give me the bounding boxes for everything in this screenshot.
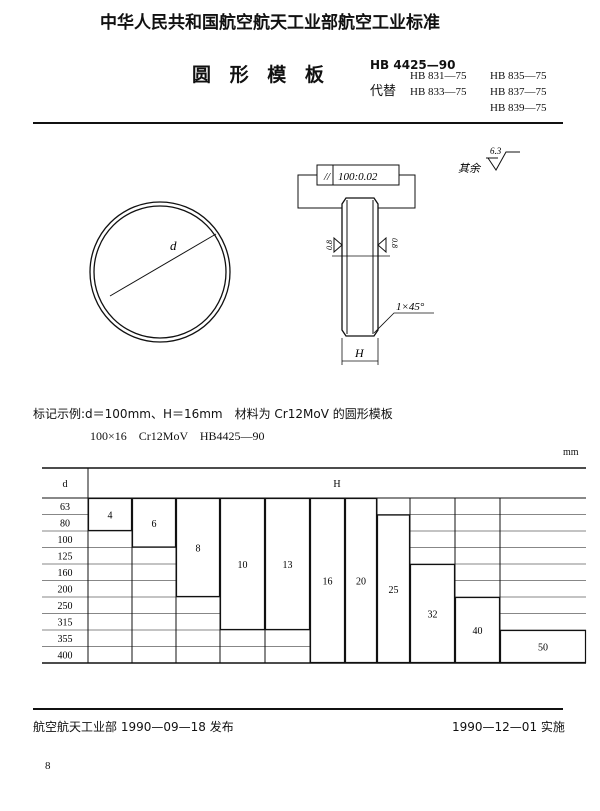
roughness-right-icon [377, 236, 387, 254]
diameter-line [109, 233, 217, 297]
height-label: H [354, 346, 365, 360]
d-value: 250 [58, 601, 73, 612]
unit-label: mm [563, 447, 579, 458]
col-header-d: d [63, 479, 68, 490]
h-range-cell [309, 497, 346, 664]
replaces-label: 代替 [370, 84, 397, 99]
h-range-cell [376, 514, 411, 664]
standard-number: HB 4425—90 [370, 58, 456, 72]
parallelism-symbol: // [323, 171, 331, 183]
dimension-table: d H 63 80 100 125 160 200 250 315 355 400 4 6 8 10 13 16 2… [42, 467, 587, 664]
roughness-left-icon [333, 236, 343, 254]
d-value: 100 [58, 535, 73, 546]
h-value: 16 [323, 577, 333, 588]
roughness-right-value: 0.8 [390, 238, 399, 248]
d-value: 315 [58, 618, 73, 629]
h-value: 25 [389, 585, 399, 596]
d-value: 200 [58, 585, 73, 596]
d-value: 63 [60, 502, 70, 513]
footer-rule [33, 708, 563, 710]
side-view [341, 197, 379, 337]
h-range-cell [131, 497, 177, 548]
d-value: 400 [58, 651, 73, 662]
replaced-standard: HB 839—75 [490, 102, 547, 114]
header-rule [33, 122, 563, 124]
h-range-cell [264, 497, 311, 631]
h-value: 32 [428, 610, 438, 621]
col-header-h: H [333, 479, 340, 490]
h-range-cell [344, 497, 378, 664]
h-value: 13 [283, 560, 293, 571]
d-value: 80 [60, 519, 70, 530]
replaced-standard: HB 835—75 [490, 70, 547, 82]
marking-example: 标记示例:d＝100mm、H＝16mm 材料为 Cr12MoV 的圆形模板 [33, 407, 393, 421]
d-value: 125 [58, 552, 73, 563]
doc-title: 圆 形 模 板 [192, 64, 330, 86]
org-title: 中华人民共和国航空航天工业部航空工业标准 [100, 13, 440, 33]
replaced-standard: HB 833—75 [410, 86, 467, 98]
h-value: 50 [538, 643, 548, 654]
outer-circle [89, 201, 231, 343]
roughness-rest-icon [487, 151, 520, 171]
h-range-cell [409, 563, 456, 664]
h-value: 10 [238, 560, 248, 571]
effective-date: 1990—12—01 实施 [452, 720, 565, 734]
marking-code: 100×16 Cr12MoV HB4425—90 [90, 429, 265, 443]
roughness-rest-label: 其余 [458, 162, 482, 175]
issuer: 航空航天工业部 1990—09—18 发布 [33, 720, 234, 734]
d-value: 355 [58, 634, 73, 645]
h-value: 8 [196, 544, 201, 555]
diameter-label: d [170, 238, 177, 253]
replaced-standard: HB 837—75 [490, 86, 547, 98]
roughness-left-value: 0.8 [325, 240, 334, 250]
parallelism-value: 100:0.02 [338, 171, 378, 183]
h-range-cell [499, 629, 587, 664]
h-value: 4 [108, 511, 113, 522]
h-value: 20 [356, 577, 366, 588]
technical-drawing: d // 100:0.02 0.8 0.8 其余 6.3 1×45° H [89, 146, 520, 365]
chamfer-label: 1×45° [396, 301, 425, 313]
h-range-cell [175, 497, 221, 598]
h-range-cell [454, 596, 501, 664]
replaced-standard: HB 831—75 [410, 70, 467, 82]
d-value: 160 [58, 568, 73, 579]
h-value: 6 [152, 519, 157, 530]
h-range-cell [219, 497, 266, 631]
inner-circle [93, 205, 227, 339]
h-value: 40 [473, 626, 483, 637]
page-number: 8 [45, 760, 51, 772]
roughness-rest-value: 6.3 [490, 146, 502, 156]
